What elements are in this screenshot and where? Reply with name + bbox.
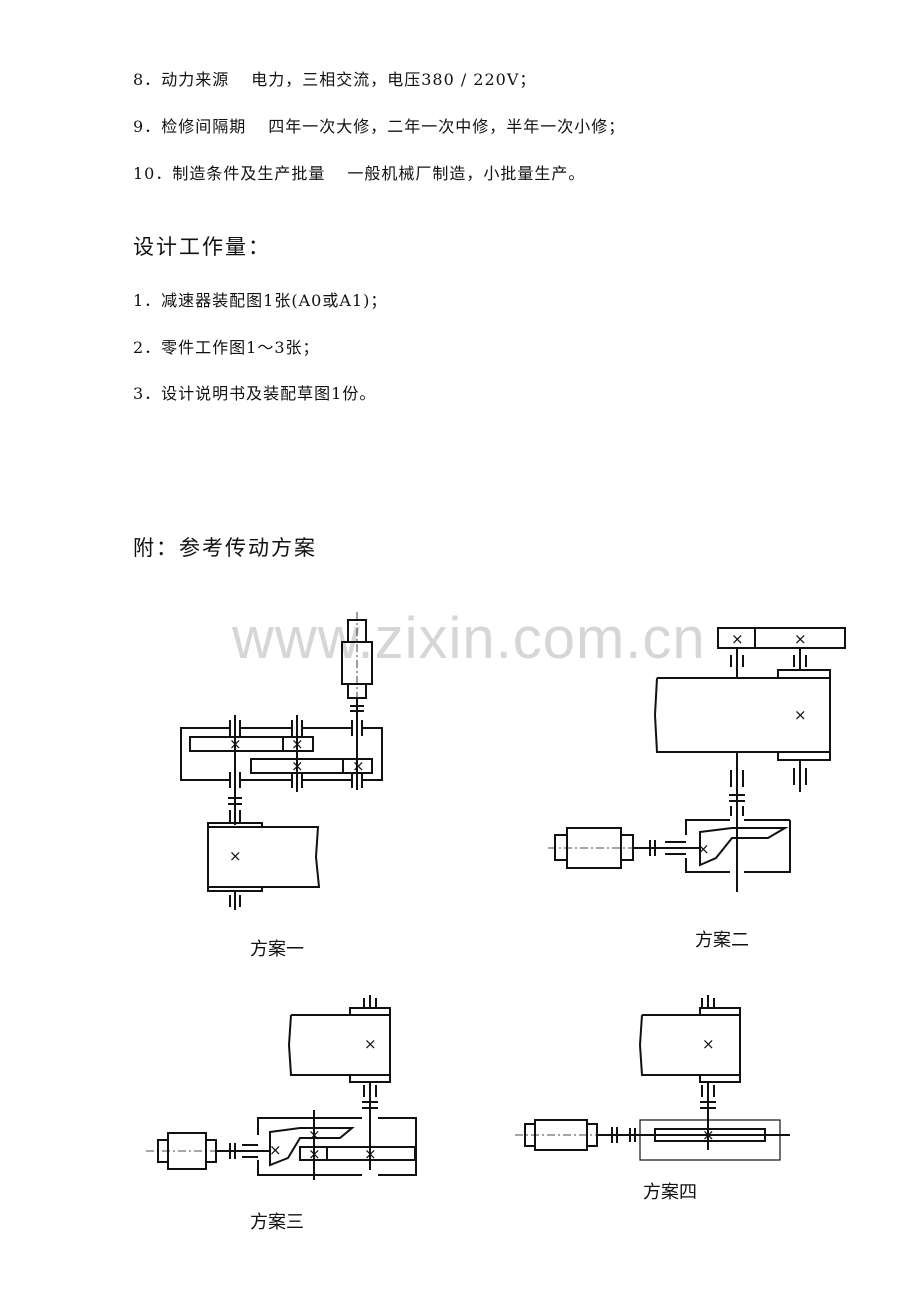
svg-text:×: × xyxy=(352,757,365,775)
workload-item: 2．零件工作图1～3张； xyxy=(133,338,320,357)
svg-text:×: × xyxy=(291,735,304,753)
requirement-10: 10．制造条件及生产批量 一般机械厂制造，小批量生产。 xyxy=(133,160,585,184)
bevel-gear-icon xyxy=(269,1127,355,1167)
scheme-4-caption: 方案四 xyxy=(643,1182,697,1203)
gearbox-frame xyxy=(639,1119,781,1161)
svg-text:×: × xyxy=(364,1035,377,1053)
svg-text:×: × xyxy=(269,1141,282,1159)
item-number: 10． xyxy=(133,164,173,183)
workload-item: 3．设计说明书及装配草图1份。 xyxy=(133,384,377,403)
workload-heading: 设计工作量： xyxy=(133,235,271,259)
workload-item: 1．减速器装配图1张(A0或A1)； xyxy=(133,291,388,310)
drum-icon xyxy=(638,1014,741,1076)
scheme-4-diagram: × × xyxy=(515,995,790,1161)
scheme-1-diagram: × × × × × xyxy=(180,612,383,910)
svg-text:×: × xyxy=(794,630,807,648)
gear-icon xyxy=(250,758,373,774)
item-number: 8． xyxy=(133,70,162,89)
scheme-1-caption: 方案一 xyxy=(250,939,304,960)
appendix-heading: 附：参考传动方案 xyxy=(133,536,317,560)
scheme-2-diagram: × × × × xyxy=(548,627,846,892)
bevel-gear-icon xyxy=(699,827,789,867)
item-number: 9． xyxy=(133,117,162,136)
item-label: 动力来源 xyxy=(161,70,230,89)
svg-text:×: × xyxy=(308,1145,321,1163)
item-label: 制造条件及生产批量 xyxy=(172,164,326,183)
drum-icon xyxy=(207,826,321,888)
watermark: www.zixin.com.cn xyxy=(232,606,706,671)
item-value: 电力，三相交流，电压380 / 220V； xyxy=(251,70,537,89)
svg-text:×: × xyxy=(731,630,744,648)
svg-text:×: × xyxy=(229,847,242,865)
svg-text:×: × xyxy=(308,1126,321,1144)
svg-text:×: × xyxy=(291,757,304,775)
svg-text:×: × xyxy=(697,840,710,858)
svg-text:×: × xyxy=(794,706,807,724)
drum-icon xyxy=(287,1014,391,1076)
scheme-3-diagram: × ×××× xyxy=(146,995,417,1180)
drum-icon xyxy=(653,677,831,753)
svg-text:×: × xyxy=(364,1145,377,1163)
requirement-9: 9．检修间隔期 四年一次大修，二年一次中修，半年一次小修； xyxy=(133,113,625,137)
svg-text:×: × xyxy=(702,1035,715,1053)
requirement-8: 8．动力来源 电力，三相交流，电压380 / 220V； xyxy=(133,66,536,90)
scheme-2-caption: 方案二 xyxy=(695,930,749,951)
belt-drive-icon xyxy=(717,627,846,649)
item-value: 四年一次大修，二年一次中修，半年一次小修； xyxy=(268,117,626,136)
item-label: 检修间隔期 xyxy=(161,117,247,136)
gear-icon xyxy=(299,1146,416,1161)
gear-icon xyxy=(189,736,314,752)
scheme-3-caption: 方案三 xyxy=(250,1212,304,1233)
svg-text:×: × xyxy=(229,735,242,753)
item-value: 一般机械厂制造，小批量生产。 xyxy=(347,164,586,183)
